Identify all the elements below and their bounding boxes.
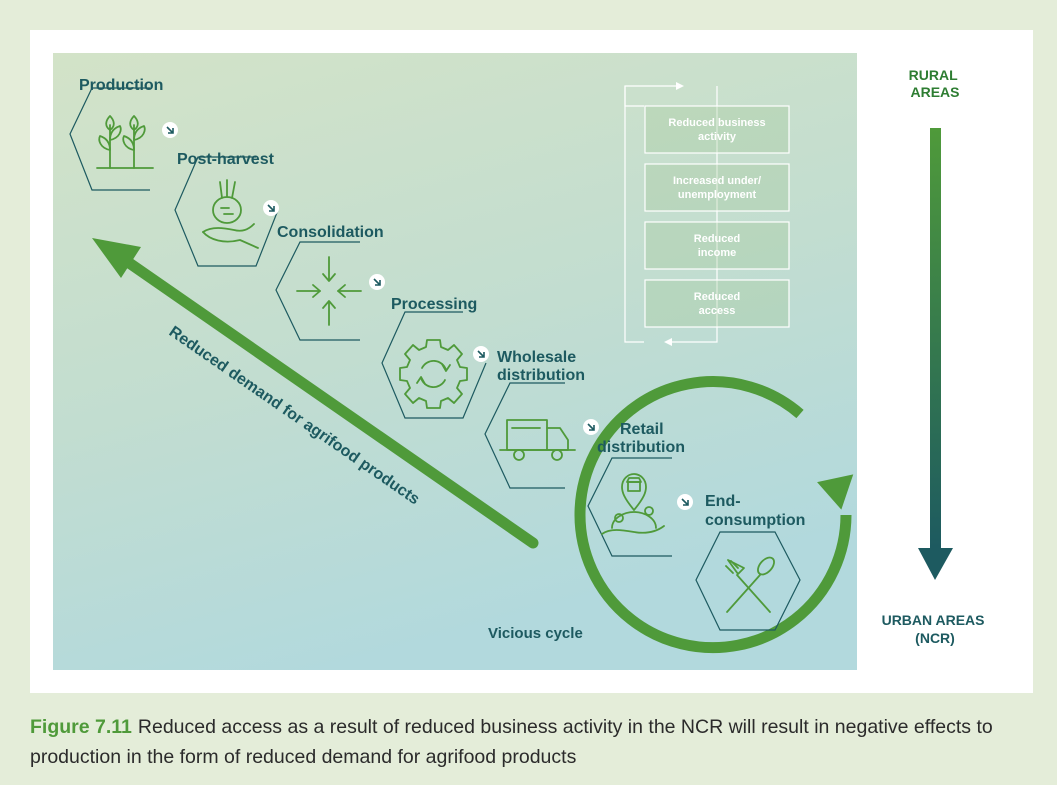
store-pin-icon bbox=[601, 473, 665, 535]
end-consumption-hexagon bbox=[695, 531, 801, 631]
arrow-icon bbox=[166, 126, 174, 134]
rural-urban-arrow bbox=[918, 128, 953, 580]
stage-label-end-consumption: End- consumption bbox=[705, 493, 805, 529]
diagram: Reduced demand for agrifood products bbox=[53, 53, 989, 670]
effect-box bbox=[644, 279, 790, 328]
diagram-panel bbox=[53, 53, 857, 670]
stages-chain: Production Post-harvest Consolidation Pr… bbox=[69, 77, 805, 631]
stage-label-post-harvest: Post-harvest bbox=[177, 151, 275, 168]
stage-label-wholesale: Wholesale distribution bbox=[497, 349, 585, 384]
figure-number: Figure 7.11 bbox=[30, 716, 132, 738]
arrow-icon bbox=[477, 350, 485, 358]
effects-loop bbox=[624, 82, 718, 346]
post-harvest-hexagon bbox=[174, 156, 279, 267]
rural-areas-label: RURAL AREAS bbox=[909, 67, 962, 100]
converging-arrows-icon bbox=[296, 256, 362, 326]
arrow-icon bbox=[681, 498, 689, 506]
arrow-icon bbox=[587, 423, 595, 431]
production-hexagon bbox=[69, 87, 150, 191]
wholesale-hexagon bbox=[484, 382, 565, 489]
stage-label-processing: Processing bbox=[391, 296, 477, 313]
consolidation-hexagon bbox=[275, 241, 360, 341]
urban-areas-label: URBAN AREAS (NCR) bbox=[882, 612, 989, 646]
plants-icon bbox=[96, 115, 154, 169]
caption-text: Reduced access as a result of reduced bu… bbox=[30, 716, 993, 768]
truck-icon bbox=[499, 419, 576, 461]
gear-cycle-icon bbox=[399, 339, 468, 409]
arrow-icon bbox=[267, 204, 275, 212]
processing-hexagon bbox=[381, 311, 487, 419]
stage-label-consolidation: Consolidation bbox=[277, 224, 384, 241]
hand-beet-icon bbox=[202, 179, 259, 249]
effect-box-label: Increased under/unemployment bbox=[673, 175, 761, 201]
vicious-cycle-label: Vicious cycle bbox=[488, 625, 583, 642]
effect-box bbox=[644, 163, 790, 212]
stage-label-retail: Retail distribution bbox=[597, 421, 685, 456]
reduced-demand-arrow bbox=[92, 238, 539, 549]
retail-hexagon bbox=[587, 457, 672, 557]
vicious-cycle-ring bbox=[574, 376, 854, 654]
effect-box bbox=[644, 221, 790, 270]
effect-box bbox=[644, 105, 790, 154]
fork-spoon-icon bbox=[725, 556, 775, 613]
stage-label-production: Production bbox=[79, 77, 163, 94]
arrow-icon bbox=[373, 278, 381, 286]
